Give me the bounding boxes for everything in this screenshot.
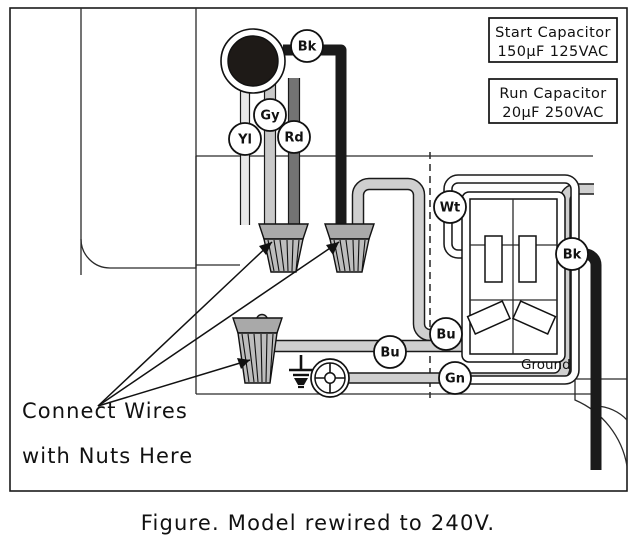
label-bu-upper-text: Bu [436, 328, 455, 343]
wire-nut-center [324, 223, 375, 273]
wire-nut-bottom [232, 317, 283, 384]
label-gn-ground-text: Gn [445, 372, 465, 387]
capacitor-callout-box: Start Capacitor 150µF 125VAC Run Capacit… [488, 17, 618, 124]
connect-wires-note-line1: Connect Wires [22, 399, 188, 423]
ground-screw[interactable] [310, 358, 350, 398]
label-gy-motor-text: Gy [260, 109, 280, 124]
label-yl-motor: Yl [228, 122, 262, 156]
label-bk-motor-text: Bk [298, 40, 317, 55]
label-bk-box: Bk [555, 237, 589, 271]
label-gy-motor: Gy [253, 98, 287, 132]
start-capacitor-rating: 150µF 125VAC [497, 44, 608, 60]
wire-white [443, 174, 580, 385]
label-rd-motor-text: Rd [284, 131, 303, 146]
ground-label: Ground [521, 357, 571, 373]
wire-bu-upper-path [351, 177, 477, 342]
label-bu-lower-text: Bu [380, 346, 399, 361]
machine-body [80, 8, 240, 275]
label-yl-motor-text: Yl [237, 133, 252, 148]
label-gn-ground: Gn [438, 361, 472, 395]
run-capacitor-rating: 20µF 250VAC [502, 105, 603, 121]
ground-symbol [289, 355, 313, 389]
label-rd-motor: Rd [277, 120, 311, 154]
wire-nut-left [258, 223, 309, 273]
start-capacitor-name: Start Capacitor [495, 25, 611, 41]
figure-caption: Figure. Model rewired to 240V. [141, 511, 496, 535]
connect-wires-arrows [97, 241, 340, 407]
label-bk-box-text: Bk [563, 248, 582, 263]
interior-panel [195, 155, 593, 395]
diagram-border [9, 7, 628, 492]
double-pole-breaker[interactable] [461, 191, 566, 363]
label-bu-upper: Bu [429, 317, 463, 351]
wire-gray [263, 72, 277, 228]
motor [220, 28, 286, 94]
run-capacitor-name: Run Capacitor [499, 86, 606, 102]
label-bu-lower: Bu [373, 335, 407, 369]
label-wt-box-text: Wt [440, 201, 461, 216]
label-wt-box: Wt [433, 190, 467, 224]
connect-wires-note-line2: with Nuts Here [22, 444, 193, 468]
label-bk-motor: Bk [290, 29, 324, 63]
